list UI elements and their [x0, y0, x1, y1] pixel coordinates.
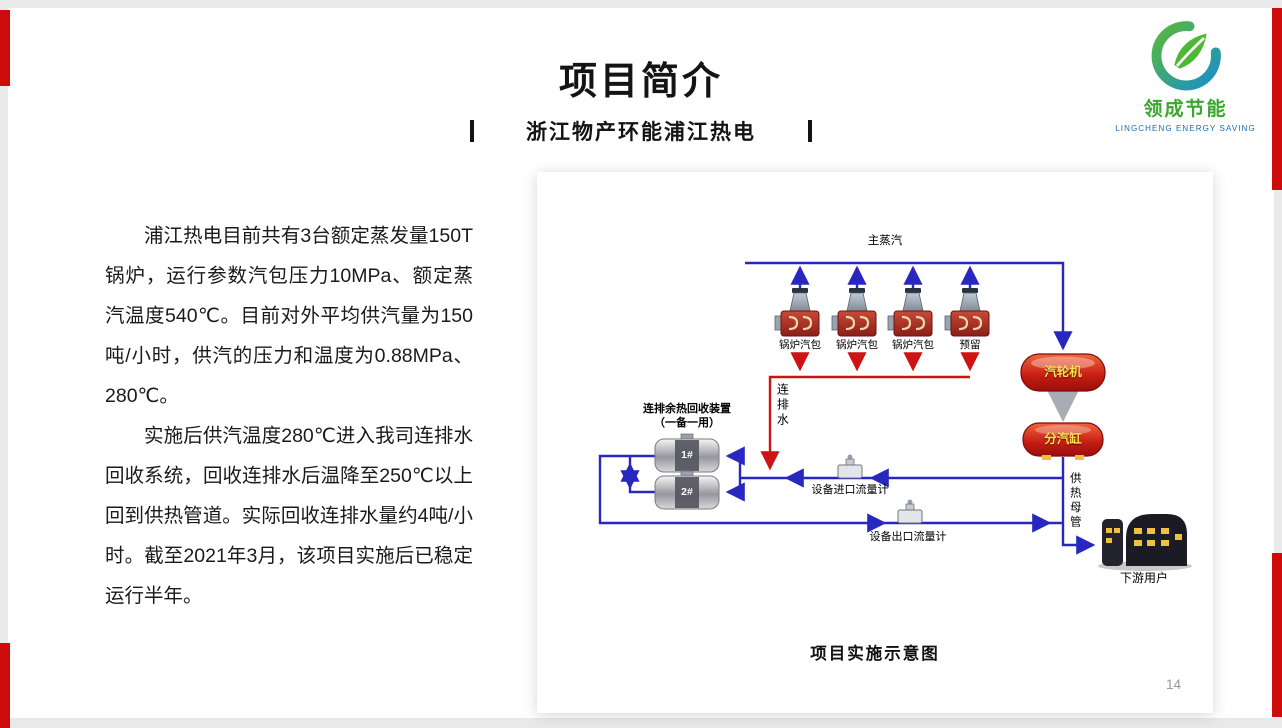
page-subtitle: 浙江物产环能浦江热电 — [526, 121, 756, 144]
recovery-device-label: 连排余热回收装置 — [643, 403, 731, 415]
accent-strip-bottom-right — [1272, 553, 1282, 717]
subtitle-divider-bar — [470, 120, 474, 142]
tank1-label: 1# — [681, 449, 693, 461]
accent-strip-top-right — [1272, 8, 1282, 190]
process-schematic — [598, 261, 1192, 571]
blowdown-lines — [760, 352, 980, 471]
main-steam-label: 主蒸汽 — [867, 235, 903, 247]
page-title: 项目简介 — [558, 61, 723, 103]
steam-cylinder-icon — [1022, 422, 1104, 460]
boiler-label-3: 锅炉汽包 — [892, 339, 934, 351]
page-number: 14 — [1165, 677, 1181, 692]
turbine-icon — [1020, 353, 1106, 392]
boiler-label-1: 锅炉汽包 — [779, 339, 821, 351]
description-text-block: 浦江热电目前共有3台额定蒸发量150T锅炉，运行参数汽包压力10MPa、额定蒸汽… — [105, 216, 473, 616]
logo-tagline: LINGCHENG ENERGY SAVING — [1115, 124, 1256, 133]
logo-swirl-icon — [1151, 21, 1221, 91]
inlet-meter-label: 设备进口流量计 — [811, 484, 889, 496]
diagram-caption: 项目实施示意图 — [810, 645, 940, 663]
description-paragraph-2: 实施后供汽温度280℃进入我司连排水回收系统，回收连排水后温降至250℃以上回到… — [105, 425, 473, 607]
steam-water-lines — [598, 261, 1096, 555]
accent-strip-top-left — [0, 10, 10, 86]
tank2-label: 2# — [681, 486, 693, 498]
page-subtitle-row: 浙江物产环能浦江热电 — [0, 116, 1282, 146]
description-paragraph-1: 浦江热电目前共有3台额定蒸发量150T锅炉，运行参数汽包压力10MPa、额定蒸汽… — [105, 225, 473, 407]
boiler-label-2: 锅炉汽包 — [836, 339, 878, 351]
turbine-label: 汽轮机 — [1044, 365, 1082, 379]
heating-main-label: 供热母管 — [1068, 472, 1081, 530]
blowdown-water-label: 连排水 — [775, 383, 790, 428]
boiler-label-reserved: 预留 — [959, 339, 981, 351]
diagram-panel: 主蒸汽 锅炉汽包 锅炉汽包 锅炉汽包 预留 汽轮机 分汽缸 连排水 供热母管 连… — [537, 172, 1213, 713]
downstream-building-icon — [1098, 514, 1192, 571]
outlet-meter-label: 设备出口流量计 — [869, 531, 947, 543]
recovery-mode-label: （一备一用） — [654, 417, 720, 429]
logo-name: 领成节能 — [1143, 99, 1228, 120]
downstream-users-label: 下游用户 — [1119, 571, 1168, 585]
steam-cylinder-label: 分汽缸 — [1044, 432, 1082, 446]
subtitle-divider-bar — [808, 120, 812, 142]
accent-strip-bottom-left — [0, 643, 10, 728]
company-logo: 领成节能 LINGCHENG ENERGY SAVING — [1108, 20, 1263, 133]
